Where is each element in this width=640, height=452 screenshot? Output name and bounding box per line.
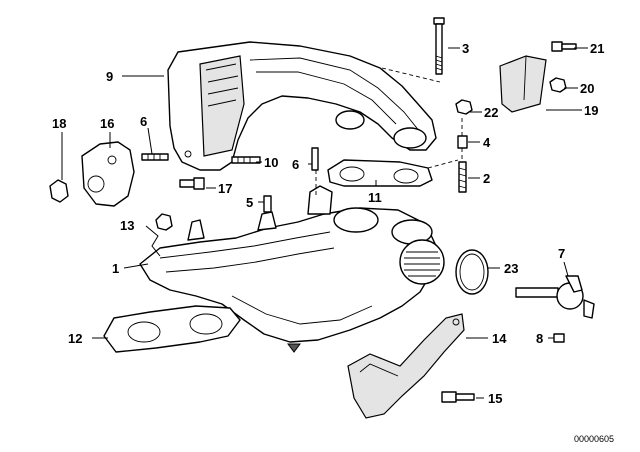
callout-15: 15 [488, 391, 502, 406]
callout-2: 2 [483, 171, 490, 186]
callout-6-left: 6 [140, 114, 147, 129]
gasket-part-11 [327, 159, 433, 187]
nut-part-20 [549, 77, 567, 93]
bracket-part-19 [499, 55, 547, 113]
callout-22: 22 [484, 105, 498, 120]
nut-part-13 [155, 213, 173, 231]
callout-13: 13 [120, 218, 134, 233]
bolt-part-17 [179, 177, 205, 190]
callout-9: 9 [106, 69, 113, 84]
bolt-part-21 [551, 41, 577, 52]
callout-8: 8 [536, 331, 543, 346]
stud-part-6-upper [311, 147, 319, 171]
callout-18: 18 [52, 116, 66, 131]
callout-23: 23 [504, 261, 518, 276]
o-ring-part-23 [455, 249, 489, 295]
callout-5: 5 [246, 195, 253, 210]
nut-part-22 [455, 99, 473, 115]
callout-20: 20 [580, 81, 594, 96]
bracket-part-16 [81, 141, 135, 207]
stud-part-6-left [141, 153, 169, 161]
callout-labels: 3 21 20 19 22 4 2 9 6 16 18 10 6 11 17 5… [52, 41, 604, 406]
callout-10: 10 [264, 155, 278, 170]
bolt-part-15 [441, 391, 475, 403]
callout-4: 4 [483, 135, 491, 150]
callout-6-center: 6 [292, 157, 299, 172]
stud-part-5 [263, 195, 272, 213]
lower-intake-manifold [139, 185, 445, 353]
callout-19: 19 [584, 103, 598, 118]
callout-7: 7 [558, 246, 565, 261]
stud-part-10 [231, 156, 261, 164]
upper-intake-manifold [167, 41, 437, 171]
gasket-part-12 [103, 305, 241, 353]
spacer-part-4 [457, 135, 468, 149]
screw-part-8 [553, 333, 565, 343]
callout-3: 3 [462, 41, 469, 56]
callout-17: 17 [218, 181, 232, 196]
callout-11: 11 [368, 190, 382, 205]
grommet-part-18 [49, 179, 69, 203]
callout-14: 14 [492, 331, 507, 346]
callout-21: 21 [590, 41, 604, 56]
callout-16: 16 [100, 116, 114, 131]
assembly-lines [315, 67, 463, 196]
support-bracket-part-14 [347, 313, 465, 419]
long-bolt-part-3 [433, 17, 445, 75]
valve-part-7 [515, 275, 595, 319]
stud-part-2 [458, 161, 467, 193]
callout-12: 12 [68, 331, 82, 346]
callout-1: 1 [112, 261, 119, 276]
leader-lines [61, 47, 588, 399]
document-number: 00000605 [574, 434, 614, 444]
